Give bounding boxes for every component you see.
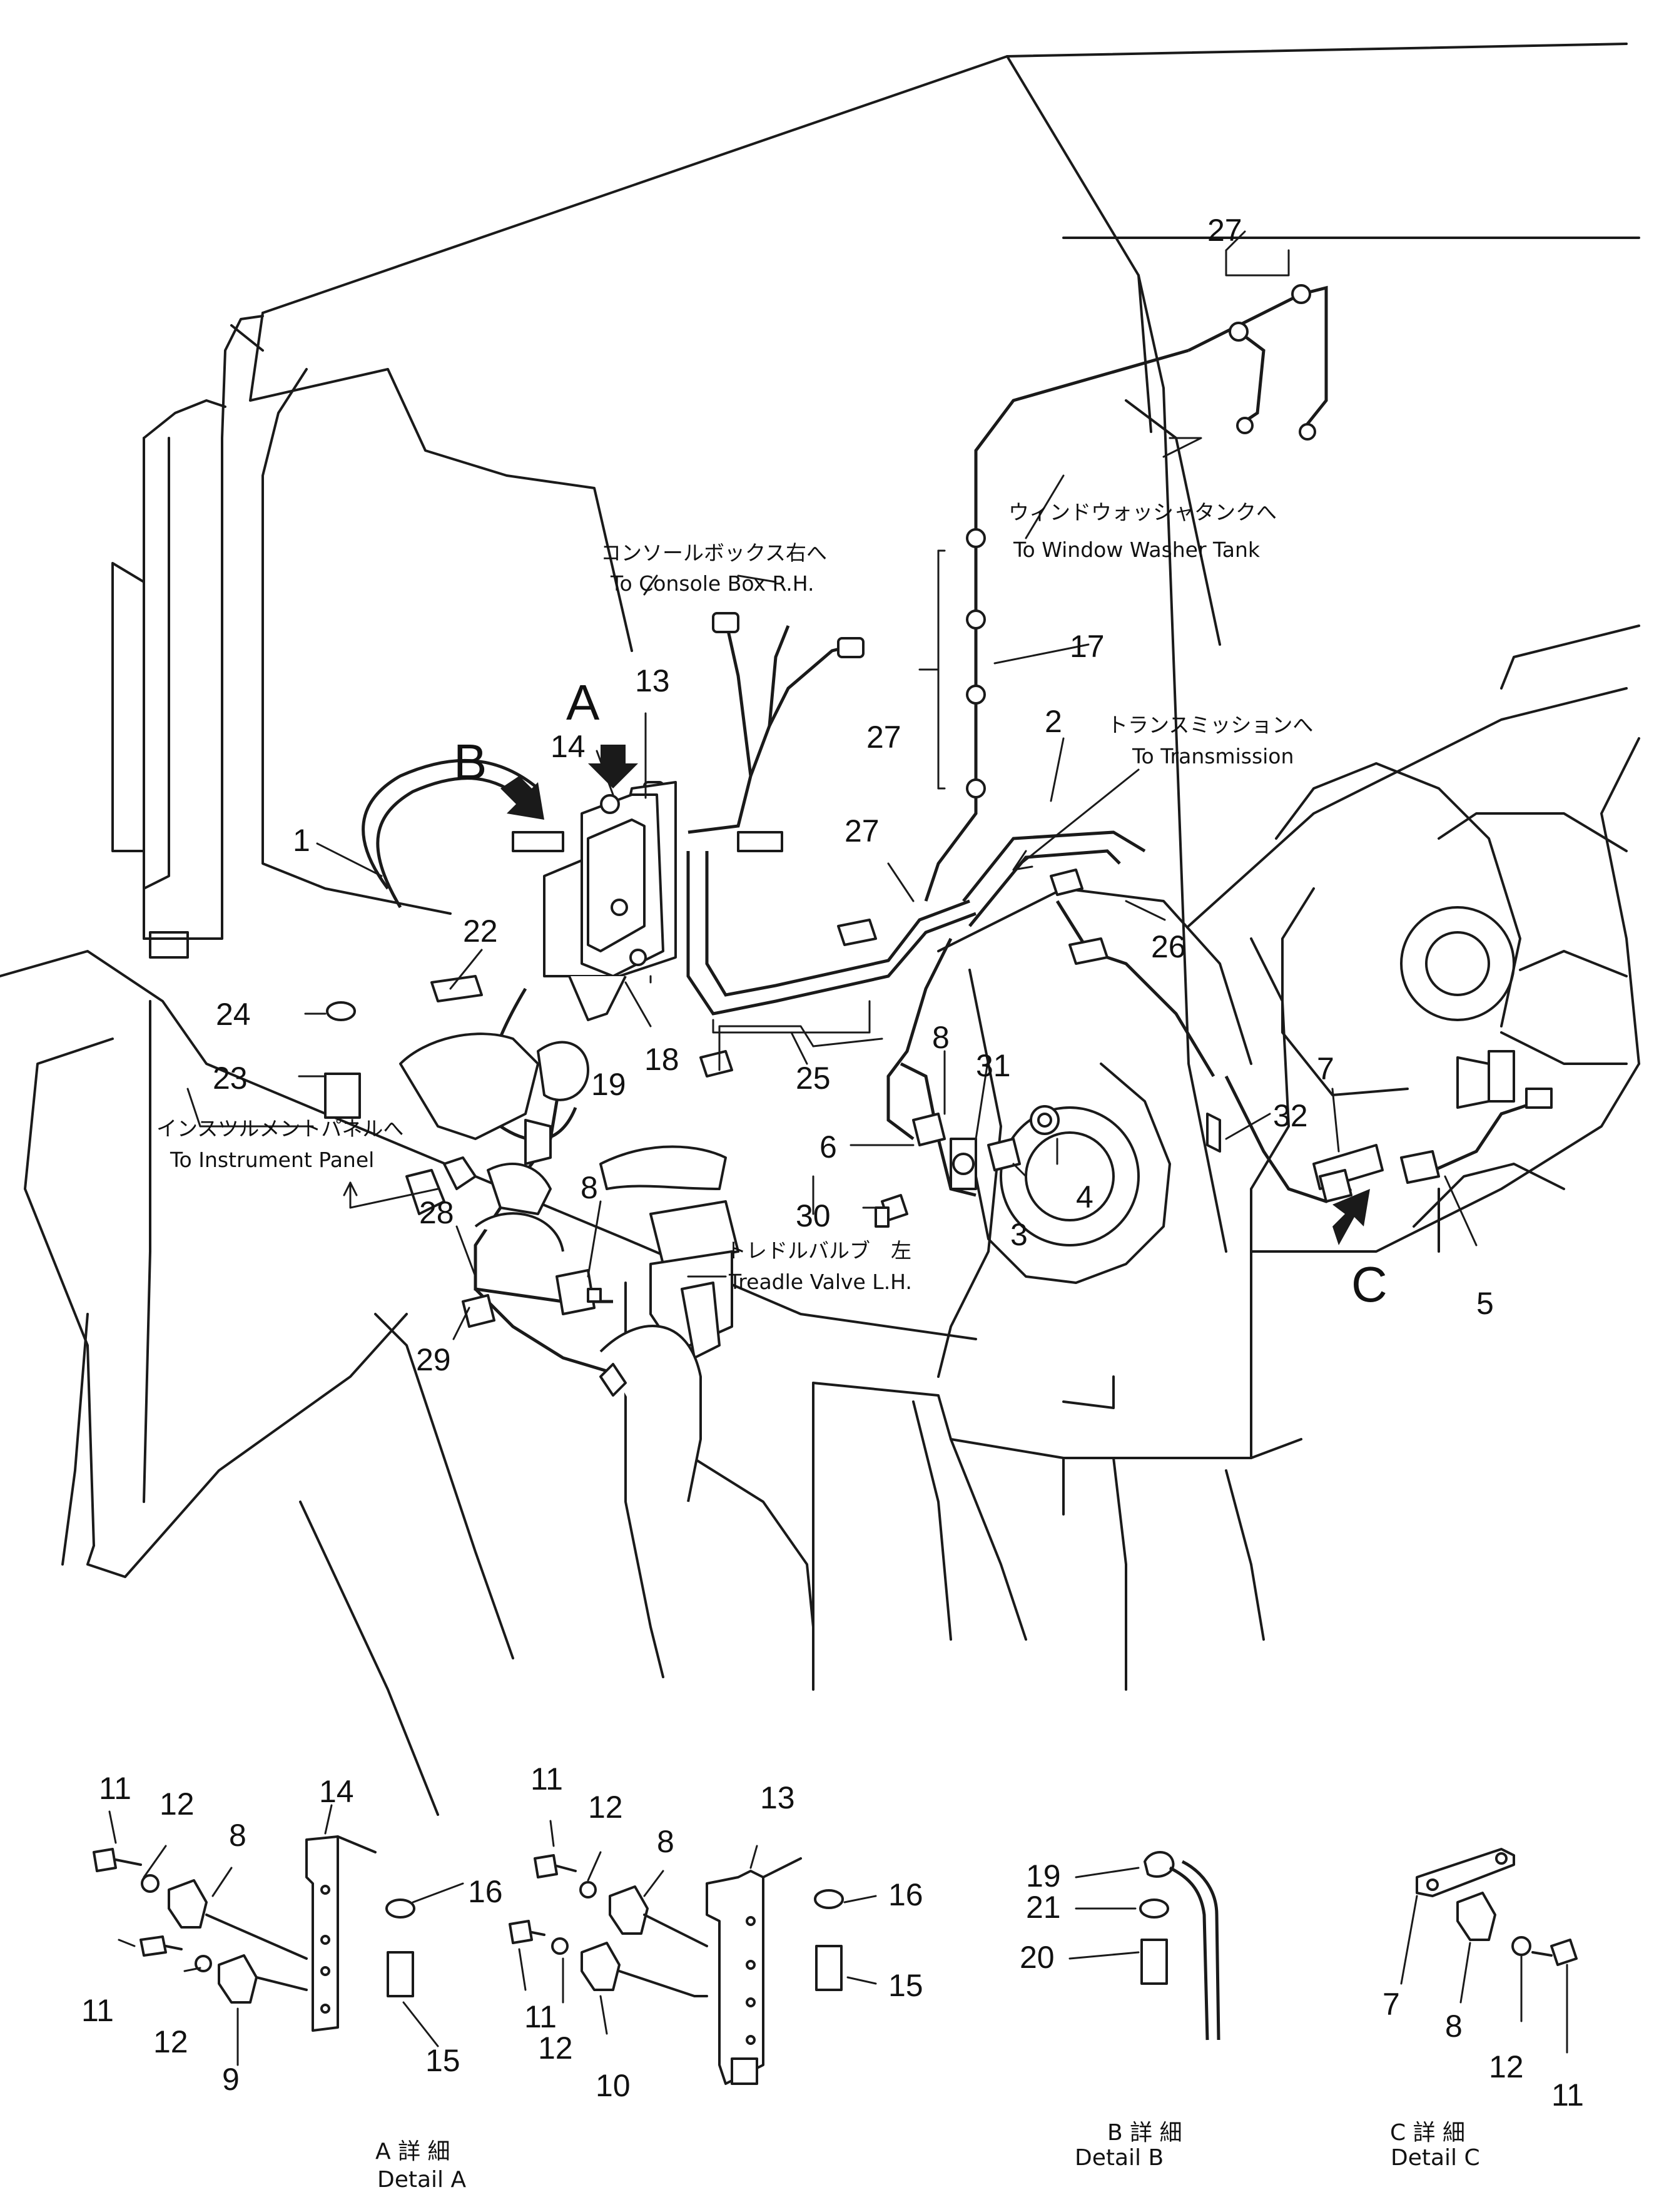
treadle-label-en: Treadle Valve L.H.: [728, 1270, 912, 1294]
treadle-valve: [462, 1145, 739, 1502]
treadle-label-jp: トレドルバルブ 左: [726, 1238, 911, 1263]
callout-22: 22: [463, 914, 498, 949]
detail-c-title-en: Detail C: [1391, 2145, 1480, 2171]
console-label-jp: コンソールボックス右へ: [601, 541, 827, 565]
callout-23: 23: [213, 1061, 248, 1096]
piping: [362, 285, 1540, 1379]
detail-c-title-jp: C 詳 細: [1390, 2120, 1465, 2146]
detail-b-title-en: Detail B: [1075, 2145, 1164, 2171]
transmission-label-jp: トランスミッションへ: [1107, 713, 1313, 737]
callout-6: 6: [819, 1129, 837, 1165]
callout-8-bottom: 8: [581, 1170, 598, 1205]
detail-a-left-16: 16: [468, 1874, 503, 1909]
callout-8-top: 8: [932, 1020, 950, 1055]
callout-27-mid: 27: [845, 813, 880, 849]
callout-27-top: 27: [1207, 213, 1242, 248]
detail-a-title-en: Detail A: [377, 2167, 466, 2193]
leader-lines: [186, 230, 1478, 1340]
callout-19: 19: [591, 1067, 626, 1102]
detail-a-right-12-top: 12: [588, 1790, 623, 1825]
callout-3: 3: [1010, 1217, 1028, 1252]
transmission-housing: [937, 624, 1640, 1378]
detail-c-11: 11: [1551, 2077, 1584, 2113]
callout-5: 5: [1476, 1286, 1494, 1321]
detail-a-left-11-bottom: 11: [81, 1993, 114, 2028]
callout-7: 7: [1317, 1051, 1334, 1086]
detail-a-left-15: 15: [425, 2043, 460, 2078]
callout-28: 28: [419, 1195, 454, 1230]
transmission-fittings: [875, 1088, 1553, 1228]
detail-a-right-12-bottom: 12: [538, 2031, 573, 2066]
detail-a-right-10: 10: [596, 2068, 631, 2103]
callout-29: 29: [416, 1342, 451, 1377]
detail-a-left-14: 14: [319, 1774, 354, 1809]
view-letter-a: A: [566, 675, 600, 730]
callout-25: 25: [796, 1061, 831, 1096]
callout-24: 24: [216, 997, 251, 1032]
arrow-b-icon: [500, 776, 544, 820]
detail-a-left-9: 9: [222, 2062, 240, 2097]
console-label-en: To Console Box R.H.: [610, 571, 814, 596]
detail-c-8: 8: [1445, 2009, 1463, 2044]
transmission-label-en: To Transmission: [1132, 744, 1294, 768]
washer-label-en: To Window Washer Tank: [1013, 538, 1261, 562]
instrument-label-en: To Instrument Panel: [170, 1148, 374, 1172]
callout-17: 17: [1070, 629, 1105, 664]
main-callouts: 1 2 3 4 5 6 7 8 8 13 14 17 18 19 22 23 2…: [213, 213, 1494, 1377]
detail-a-right-8: 8: [657, 1824, 674, 1859]
clamps-27: [966, 284, 1316, 798]
arrow-a-icon: [588, 745, 638, 788]
callout-32: 32: [1273, 1098, 1308, 1133]
arrow-c-icon: [1332, 1189, 1370, 1245]
view-letter-b: B: [454, 734, 487, 790]
callout-18: 18: [644, 1042, 679, 1077]
callout-26: 26: [1151, 929, 1186, 964]
detail-c-7: 7: [1382, 1987, 1400, 2022]
view-letter-c: C: [1351, 1256, 1388, 1312]
callout-1: 1: [293, 823, 310, 858]
left-fittings: [324, 1001, 589, 1215]
detail-a-right-15: 15: [888, 1968, 923, 2003]
detail-a-left-8: 8: [229, 1818, 246, 1853]
destination-labels: コンソールボックス右へ To Console Box R.H. ウィンドウォッシ…: [156, 500, 1313, 1294]
detail-b-19: 19: [1026, 1858, 1061, 1893]
detail-c: 7 8 12 11: [1382, 1848, 1584, 2113]
washer-label-jp: ウィンドウォッシャタンクへ: [1008, 500, 1277, 524]
detail-a-right-11-top: 11: [530, 1761, 563, 1797]
detail-c-12: 12: [1489, 2049, 1524, 2084]
detail-a-left-12-top: 12: [160, 1786, 195, 1822]
detail-b-20: 20: [1020, 1940, 1055, 1975]
instrument-label-jp: インスツルメントパネルへ: [156, 1116, 403, 1141]
detail-a-right: 11 12 8 13 16 11 12 10 15: [509, 1761, 923, 2103]
detail-b: 19 21 20: [1020, 1851, 1220, 2041]
detail-a-right-16: 16: [888, 1877, 923, 1912]
cab-outline: [111, 43, 1640, 1253]
view-arrows: [500, 745, 1370, 1245]
detail-a-title-jp: A 詳 細: [375, 2139, 450, 2164]
detail-b-21: 21: [1026, 1890, 1061, 1925]
callout-27-left: 27: [866, 720, 901, 755]
callout-13: 13: [635, 663, 670, 698]
detail-a-right-11-bottom: 11: [524, 1999, 557, 2034]
callout-4: 4: [1076, 1180, 1093, 1215]
machine-frame: [0, 950, 1302, 1816]
callout-14: 14: [550, 729, 586, 764]
detail-a-left-11-top: 11: [99, 1771, 131, 1806]
callout-2: 2: [1045, 704, 1062, 739]
callout-31: 31: [976, 1048, 1011, 1083]
detail-a-right-13: 13: [760, 1780, 795, 1815]
callout-30: 30: [796, 1198, 831, 1233]
detail-b-title-jp: B 詳 細: [1107, 2120, 1182, 2146]
bracket-assembly: [430, 781, 1109, 1078]
detail-a-left: 11 12 8 14 16 11 12 9 15: [81, 1771, 503, 2097]
detail-a-left-12-bottom: 12: [153, 2024, 188, 2059]
